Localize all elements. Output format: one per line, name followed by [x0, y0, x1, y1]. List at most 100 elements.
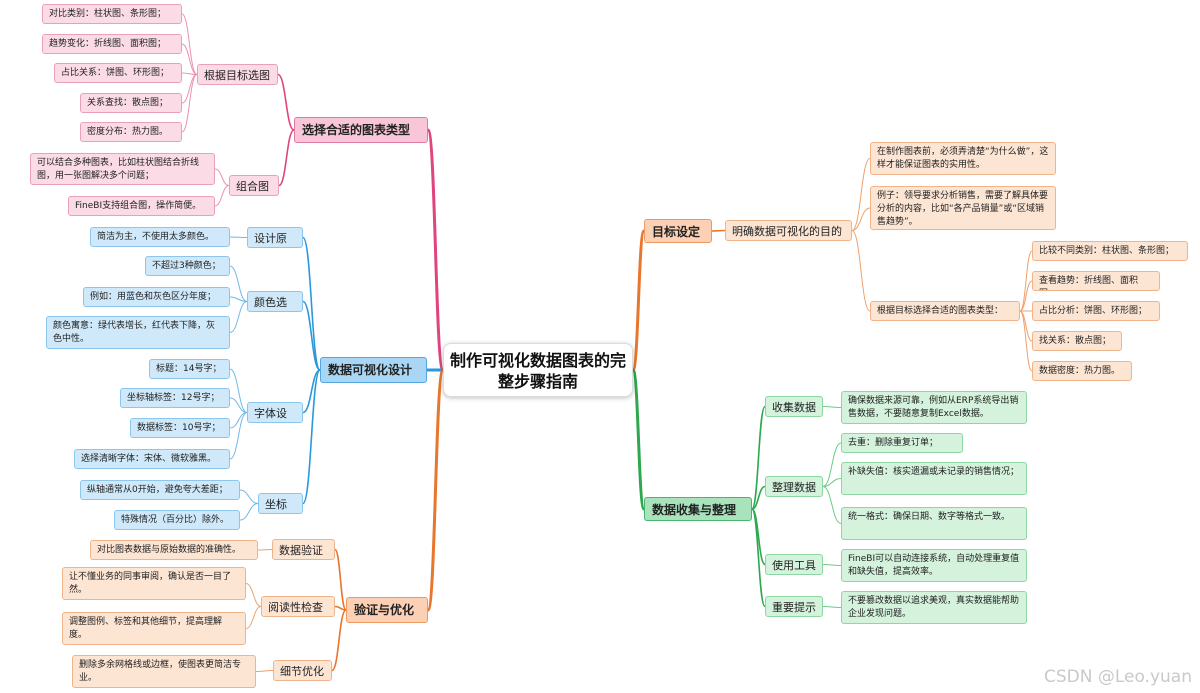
node-detail[interactable]: 细节优化 — [273, 660, 332, 681]
connector-leaf-by-goal-2 — [181, 43, 198, 75]
connector-leaf-data-check-1 — [257, 549, 273, 551]
connector-leaf-font-1 — [229, 368, 248, 413]
connector-leaf-readability-2 — [245, 606, 262, 629]
node-color[interactable]: 颜色选择 — [247, 291, 303, 312]
connector-leaf-axis-2 — [239, 503, 259, 521]
leaf-color-3[interactable]: 颜色寓意：绿代表增长，红代表下降，灰色中性。 — [46, 316, 230, 349]
leaf-color-2[interactable]: 例如：用蓝色和灰色区分年度； — [83, 287, 230, 307]
leaf-font-2[interactable]: 坐标轴标签：12号字； — [120, 388, 230, 408]
connector-node-data-check — [334, 548, 347, 611]
watermark: CSDN @Leo.yuan — [1043, 667, 1192, 687]
leaf-by-goal-1[interactable]: 对比类别：柱状图、条形图； — [42, 4, 182, 24]
branch-goal[interactable]: 目标设定 — [644, 219, 712, 243]
connector-leaf-clean-data-2 — [822, 478, 842, 487]
leaf-chart-type-2[interactable]: 查看趋势：折线图、面积图； — [1032, 271, 1160, 291]
connector-node-principle — [302, 236, 321, 371]
leaf-purpose-3[interactable]: 根据目标选择合适的图表类型： — [870, 301, 1020, 321]
leaf-by-goal-4[interactable]: 关系查找：散点图； — [80, 93, 182, 113]
leaf-by-goal-5[interactable]: 密度分布：热力图。 — [80, 122, 182, 142]
node-readability[interactable]: 阅读性检查 — [261, 596, 335, 617]
node-combo[interactable]: 组合图 — [229, 175, 279, 196]
connector-node-combo — [278, 129, 295, 187]
node-data-check[interactable]: 数据验证 — [272, 539, 335, 560]
connector-node-clean-data — [751, 485, 766, 510]
connector-leaf-tips-1 — [822, 606, 842, 608]
branch-chart-type[interactable]: 选择合适的图表类型 — [294, 117, 428, 143]
connector-leaf-combo-1 — [214, 168, 230, 186]
node-by-goal[interactable]: 根据目标选图 — [197, 64, 278, 85]
leaf-axis-1[interactable]: 纵轴通常从0开始，避免夸大差距； — [80, 480, 240, 500]
connector-leaf-color-2 — [229, 296, 248, 302]
leaf-clean-data-1[interactable]: 去重：删除重复订单； — [841, 433, 963, 453]
leaf-font-3[interactable]: 数据标签：10号字； — [130, 418, 230, 438]
node-tips[interactable]: 重要提示 — [765, 596, 823, 617]
branch-collect[interactable]: 数据收集与整理 — [644, 497, 752, 521]
connector-branch-collect — [631, 368, 646, 511]
connector-leaf-by-goal-4 — [181, 74, 198, 104]
connector-leaf-detail-1 — [255, 670, 274, 672]
branch-verify[interactable]: 验证与优化 — [346, 597, 428, 623]
connector-leaf-chart-type-5 — [1019, 310, 1033, 372]
connector-branch-chart-type — [426, 128, 445, 372]
connector-node-by-goal — [277, 73, 295, 131]
leaf-tools-1[interactable]: FineBI可以自动连接系统，自动处理重复值和缺失值，提高效率。 — [841, 549, 1027, 582]
connector-node-tips — [751, 508, 766, 608]
leaf-detail-1[interactable]: 删除多余网格线或边框，使图表更简洁专业。 — [72, 655, 256, 688]
leaf-chart-type-3[interactable]: 占比分析：饼图、环形图； — [1032, 301, 1160, 321]
leaf-axis-2[interactable]: 特殊情况（百分比）除外。 — [114, 510, 240, 530]
leaf-clean-data-3[interactable]: 统一格式：确保日期、数字等格式一致。 — [841, 507, 1027, 540]
connector-leaf-collect-data-1 — [822, 406, 842, 408]
connector-leaf-color-1 — [229, 265, 248, 302]
leaf-chart-type-5[interactable]: 数据密度：热力图。 — [1032, 361, 1132, 381]
connector-leaf-color-3 — [229, 301, 248, 333]
leaf-clean-data-2[interactable]: 补缺失值：核实遗漏或未记录的销售情况； — [841, 462, 1027, 495]
leaf-by-goal-2[interactable]: 趋势变化：折线图、面积图； — [42, 34, 182, 54]
connector-leaf-readability-1 — [245, 583, 262, 607]
leaf-principle-1[interactable]: 简洁为主，不使用太多颜色。 — [90, 227, 230, 247]
node-purpose[interactable]: 明确数据可视化的目的 — [725, 220, 852, 241]
leaf-combo-2[interactable]: FineBI支持组合图，操作简便。 — [68, 196, 215, 216]
leaf-font-1[interactable]: 标题：14号字； — [149, 359, 230, 379]
node-collect-data[interactable]: 收集数据 — [765, 396, 823, 417]
node-principle[interactable]: 设计原则 — [247, 227, 303, 248]
leaf-by-goal-3[interactable]: 占比关系：饼图、环形图； — [54, 63, 182, 83]
leaf-readability-2[interactable]: 调整图例、标签和其他细节，提高理解度。 — [62, 612, 246, 645]
node-clean-data[interactable]: 整理数据 — [765, 476, 823, 497]
leaf-font-4[interactable]: 选择清晰字体：宋体、微软雅黑。 — [74, 449, 230, 469]
connector-leaf-chart-type-2 — [1019, 280, 1033, 312]
connector-leaf-purpose-2 — [851, 207, 871, 231]
leaf-data-check-1[interactable]: 对比图表数据与原始数据的准确性。 — [90, 540, 258, 560]
root-node[interactable]: 制作可视化数据图表的完整步骤指南 — [443, 343, 633, 397]
connector-leaf-principle-1 — [229, 236, 248, 238]
connector-node-collect-data — [751, 405, 766, 510]
connector-branch-verify — [426, 368, 445, 612]
leaf-readability-1[interactable]: 让不懂业务的同事审阅，确认是否一目了然。 — [62, 567, 246, 600]
leaf-combo-1[interactable]: 可以结合多种图表，比如柱状图结合折线图，用一张图解决多个问题； — [30, 153, 215, 185]
leaf-chart-type-4[interactable]: 找关系：散点图； — [1032, 331, 1122, 351]
leaf-purpose-1[interactable]: 在制作图表前，必须弄清楚“为什么做”，这样才能保证图表的实用性。 — [870, 142, 1056, 175]
leaf-tips-1[interactable]: 不要篡改数据以追求美观，真实数据能帮助企业发现问题。 — [841, 591, 1027, 624]
connector-leaf-combo-2 — [214, 185, 230, 207]
connector-node-purpose — [711, 229, 726, 232]
connector-leaf-font-2 — [229, 397, 248, 413]
node-tools[interactable]: 使用工具 — [765, 554, 823, 575]
connector-node-axis — [302, 369, 321, 505]
node-font[interactable]: 字体设置 — [247, 402, 303, 423]
leaf-chart-type-1[interactable]: 比较不同类别：柱状图、条形图； — [1032, 241, 1188, 261]
leaf-collect-data-1[interactable]: 确保数据来源可靠，例如从ERP系统导出销售数据，不要随意复制Excel数据。 — [841, 391, 1027, 424]
connector-leaf-clean-data-1 — [822, 442, 842, 487]
connector-leaf-by-goal-5 — [181, 74, 198, 133]
connector-leaf-font-4 — [229, 412, 248, 460]
connector-node-detail — [331, 609, 347, 672]
leaf-color-1[interactable]: 不超过3种颜色； — [145, 256, 230, 276]
connector-leaf-clean-data-3 — [822, 486, 842, 524]
leaf-purpose-2[interactable]: 例子：领导要求分析销售，需要了解具体要分析的内容，比如“各产品销量”或“区域销售… — [870, 186, 1056, 230]
connector-leaf-chart-type-1 — [1019, 250, 1033, 312]
connector-leaf-by-goal-1 — [181, 13, 198, 75]
connector-node-color — [302, 300, 321, 371]
branch-design[interactable]: 数据可视化设计 — [320, 357, 427, 383]
node-axis[interactable]: 坐标轴 — [258, 493, 303, 514]
connector-leaf-purpose-3 — [851, 230, 871, 312]
